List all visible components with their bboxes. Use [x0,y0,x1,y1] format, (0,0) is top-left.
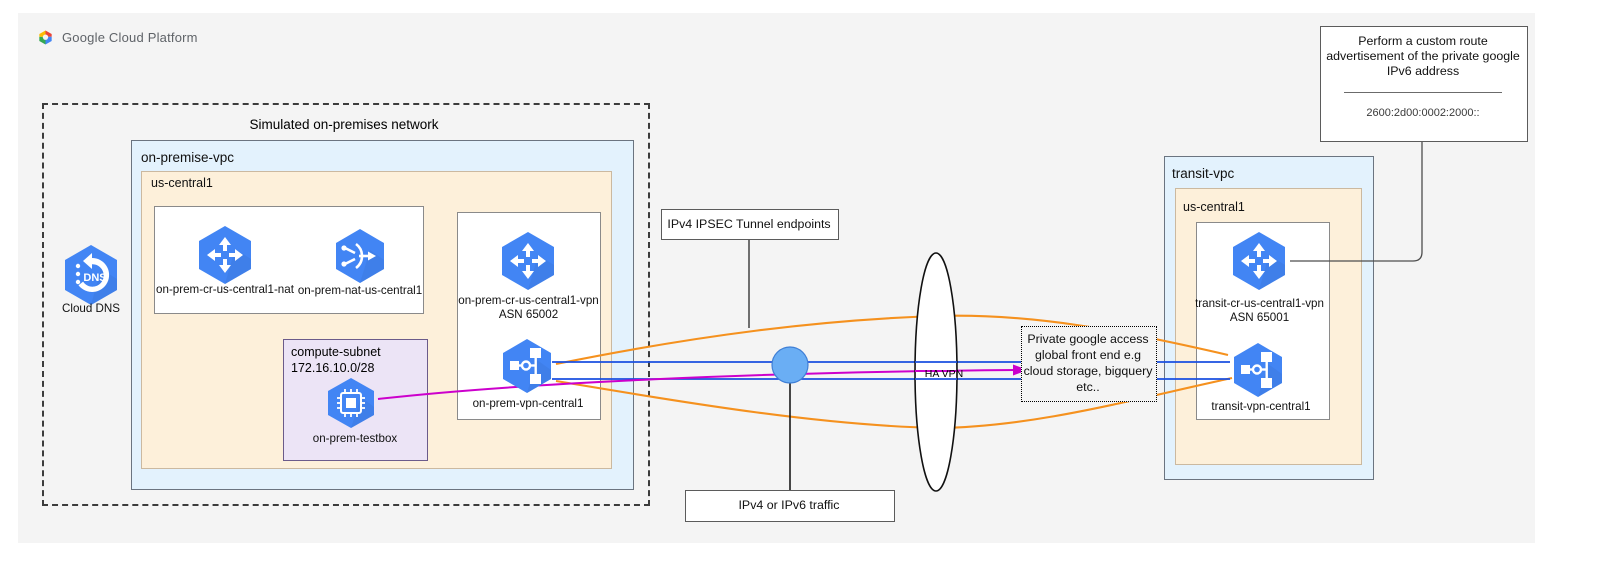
cloud-dns-node[interactable]: DNS [61,243,121,309]
transit-cloud-router-vpn-label: transit-cr-us-central1-vpn [1195,297,1324,310]
transit-cloud-router-vpn-asn: ASN 65001 [1229,311,1290,324]
on-premise-vpc-label: on-premise-vpc [141,150,235,165]
transit-cloud-router-vpn-node[interactable] [1228,230,1290,292]
private-google-access-line2: global front end e.g [1034,348,1142,362]
traffic-callout [685,490,895,522]
compute-subnet-name: compute-subnet [291,345,381,359]
transit-vpn-gateway-node[interactable] [1228,341,1288,399]
onprem-testbox-node[interactable] [322,376,380,430]
simulated-onprem-label: Simulated on-premises network [249,117,439,132]
onprem-cloud-nat-label: on-prem-nat-us-central1 [297,284,423,297]
cloud-router-icon [1233,232,1285,290]
brand-header: Google Cloud Platform [36,28,198,47]
svg-text:DNS: DNS [83,272,106,284]
custom-route-line2: advertisement of the private google [1326,49,1520,63]
google-cloud-hexagon-logo-icon [36,28,55,47]
ipsec-endpoints-callout [661,209,839,240]
onprem-vpn-gateway-label: on-prem-vpn-central1 [472,397,584,410]
traffic-label: IPv4 or IPv6 traffic [738,498,840,512]
private-google-access-line3: cloud storage, bigquery [1023,364,1153,378]
cloud-nat-icon [336,229,384,283]
onprem-cloud-router-vpn-node[interactable] [497,230,559,292]
transit-vpn-gateway-label: transit-vpn-central1 [1211,400,1311,413]
custom-route-line1: Perform a custom route [1358,34,1488,48]
onprem-region-label: us-central1 [151,176,213,190]
cloud-router-icon [199,226,251,284]
vpn-gateway-icon [1234,343,1282,397]
onprem-cloud-nat-node[interactable] [331,227,389,285]
custom-route-line3: IPv6 address [1386,64,1460,78]
private-google-access-line4: etc.. [1076,380,1100,394]
cloud-dns-label: Cloud DNS [62,302,120,315]
custom-route-callout [1320,26,1528,142]
private-google-access-line1: Private google access [1027,332,1149,346]
ha-vpn-label: HA VPN [924,368,964,380]
onprem-testbox-label: on-prem-testbox [312,432,398,445]
vpn-gateway-icon [503,339,551,393]
onprem-cloud-router-vpn-asn: ASN 65002 [498,308,559,321]
transit-region-label: us-central1 [1183,200,1245,214]
compute-subnet-cidr: 172.16.10.0/28 [291,361,375,375]
simulated-onprem-boundary [42,103,650,506]
compute-instance-icon [328,378,374,428]
ipsec-endpoints-label: IPv4 IPSEC Tunnel endpoints [667,217,831,231]
onprem-cloud-router-nat-node[interactable] [194,224,256,286]
custom-route-address: 2600:2d00:0002:2000:: [1366,107,1480,119]
cloud-router-icon [502,232,554,290]
onprem-vpn-gateway-node[interactable] [497,337,557,395]
custom-route-divider [1344,92,1502,93]
onprem-cloud-router-nat-label: on-prem-cr-us-central1-nat [156,283,294,296]
transit-vpc-label: transit-vpc [1172,166,1235,181]
brand-label: Google Cloud Platform [62,30,198,45]
cloud-dns-icon: DNS [65,245,117,305]
onprem-cloud-router-vpn-label: on-prem-cr-us-central1-vpn [458,294,599,307]
private-google-access-box [1021,326,1157,402]
